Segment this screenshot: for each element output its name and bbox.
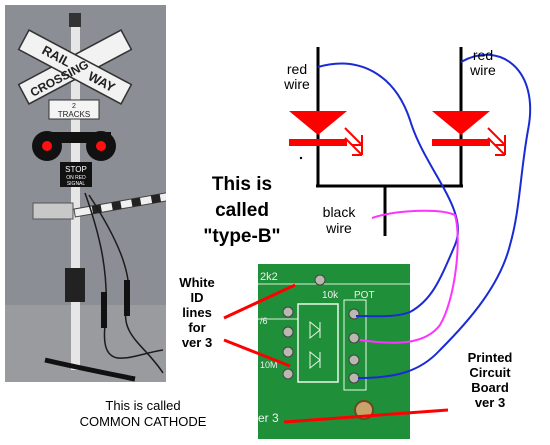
pcb-pad-4 [282,368,294,380]
light-led-left [42,141,52,151]
red-wire-left-label: red wire [284,61,310,92]
light-crossbar [41,132,111,143]
pcb-pad-2 [282,326,294,338]
right-led-bar [432,139,490,146]
pointer-white-id-1 [223,283,296,320]
right-led-arrow-1 [487,127,506,146]
stop-sign [60,162,92,187]
pot-outline [343,299,367,391]
pcb-photo: 2k2 POT 10k /6 10M er 3 [258,264,410,439]
blue-wire-right [357,53,532,379]
pcb-side-label-a: /6 [260,316,268,326]
crossing-signal-photo: RAIL CROSSING WAY 2 TRACKS STOP ON RED S… [5,5,166,382]
pcb-drawing: 2k2 POT 10k /6 10M er 3 [258,264,410,439]
pcb-pot-value: 10k [322,290,339,301]
common-cathode-label: This is called COMMON CATHODE [79,398,207,429]
pointer-pcb [283,408,449,424]
pcb-led-symbol-2 [309,350,321,370]
tracks-number: 2 [72,103,76,110]
tracks-text: TRACKS [58,110,90,119]
left-led-arrow-2 [344,137,363,156]
stop-sign-text: STOP [65,165,87,174]
pcb-resistor-label: 2k2 [260,271,278,283]
pointer-white-id-2 [223,338,291,368]
pcb-label: Printed Circuit Board ver 3 [467,350,513,410]
pole-base-clamp [65,268,85,302]
left-led-arrow-1 [344,127,363,146]
signal-pole [71,25,80,370]
wire-connector-2 [124,280,130,316]
small-dot [299,156,303,160]
gate-mechanism [32,202,74,220]
pcb-pad-top [314,274,326,286]
light-led-right [96,141,106,151]
pcb-pot-label: POT [354,290,375,301]
pot-pad-3 [348,354,360,366]
magenta-wire [359,209,459,344]
pot-pad-2 [348,332,360,344]
tracks-sign [48,99,100,120]
right-led-arrow-2 [487,137,506,156]
pcb-pad-1 [282,306,294,318]
pcb-led-symbol-1 [309,320,321,340]
crossing-signal-drawing: RAIL CROSSING WAY 2 TRACKS STOP ON RED S… [5,5,166,382]
blue-wire-left [317,62,459,318]
white-id-outline [297,303,339,383]
stop-sign-subtext-1: ON RED [66,175,86,181]
stop-sign-subtext-2: SIGNAL [67,181,86,187]
left-led-triangle [289,111,347,135]
type-b-title: This is called "type-B" [203,174,281,247]
white-id-lines-label: White ID lines for ver 3 [179,275,215,350]
red-wire-right-label: red wire [470,47,496,78]
left-led-bar [289,139,347,146]
right-led-triangle [432,111,490,135]
crossbuck-board-b [17,29,133,105]
pcb-pad-3 [282,346,294,358]
pole-cap [69,13,81,27]
ground-wire [44,357,136,382]
black-wire-label: black wire [322,204,356,236]
wire-connector-1 [101,292,107,328]
pcb-version-label: er 3 [258,411,279,425]
pcb-side-label-b: 10M [260,360,278,370]
